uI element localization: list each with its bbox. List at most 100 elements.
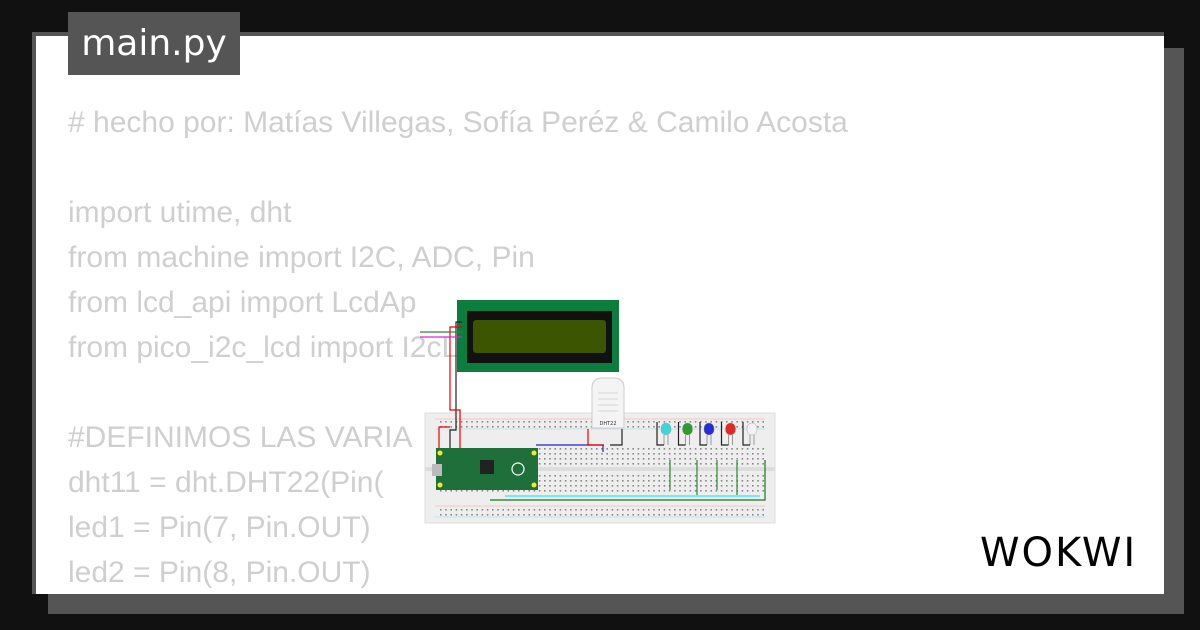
breadboard-hole xyxy=(507,426,510,428)
breadboard-hole xyxy=(684,458,686,460)
breadboard-hole xyxy=(746,480,749,482)
breadboard-hole xyxy=(518,509,520,511)
raspberry-pi-pico xyxy=(432,448,538,490)
breadboard-hole xyxy=(564,421,567,423)
breadboard-hole xyxy=(710,490,712,492)
breadboard-hole xyxy=(752,490,754,492)
breadboard-hole xyxy=(731,463,733,465)
breadboard-hole xyxy=(668,509,671,511)
breadboard-hole xyxy=(710,509,712,511)
breadboard-hole xyxy=(746,485,749,487)
breadboard-hole xyxy=(752,458,754,460)
breadboard-hole xyxy=(674,485,676,487)
breadboard-hole xyxy=(445,421,447,423)
breadboard-hole xyxy=(596,463,598,465)
breadboard-hole xyxy=(653,453,655,455)
breadboard-hole xyxy=(616,453,619,455)
breadboard-hole xyxy=(585,490,588,492)
breadboard-hole xyxy=(580,448,582,450)
breadboard-hole xyxy=(554,453,556,455)
breadboard-hole xyxy=(585,463,588,465)
breadboard-hole xyxy=(564,514,567,516)
breadboard-hole xyxy=(658,463,660,465)
breadboard-hole xyxy=(689,458,692,460)
breadboard-hole xyxy=(585,453,588,455)
breadboard-hole xyxy=(450,426,452,428)
breadboard-hole xyxy=(538,490,541,492)
breadboard-hole xyxy=(642,426,645,428)
breadboard-hole xyxy=(538,480,541,482)
breadboard-hole xyxy=(455,509,458,511)
breadboard-hole xyxy=(559,453,562,455)
file-tab-main-py[interactable]: main.py xyxy=(68,12,240,75)
breadboard-hole xyxy=(554,458,556,460)
breadboard-hole xyxy=(731,509,733,511)
breadboard-hole xyxy=(492,514,494,516)
breadboard-hole xyxy=(590,475,593,477)
wokwi-logo-text: WOKWI xyxy=(980,530,1137,576)
breadboard-hole xyxy=(476,490,478,492)
breadboard-hole xyxy=(502,509,504,511)
breadboard-hole xyxy=(710,480,712,482)
breadboard-hole xyxy=(757,475,759,477)
breadboard-hole xyxy=(715,514,718,516)
breadboard-hole xyxy=(575,509,577,511)
breadboard-hole xyxy=(502,514,504,516)
breadboard-hole xyxy=(580,485,582,487)
breadboard-hole xyxy=(601,509,603,511)
breadboard-hole xyxy=(507,509,510,511)
breadboard-hole xyxy=(564,475,567,477)
breadboard-hole xyxy=(648,480,650,482)
breadboard-hole xyxy=(648,514,650,516)
breadboard-hole xyxy=(674,463,676,465)
breadboard-hole xyxy=(720,448,723,450)
breadboard-hole xyxy=(575,458,577,460)
breadboard-hole xyxy=(486,514,489,516)
breadboard-hole xyxy=(627,421,629,423)
breadboard-hole xyxy=(746,463,749,465)
breadboard-hole xyxy=(590,463,593,465)
breadboard-hole xyxy=(726,421,728,423)
breadboard-hole xyxy=(746,421,749,423)
breadboard-hole xyxy=(658,426,660,428)
breadboard-hole xyxy=(762,475,764,477)
breadboard-hole xyxy=(726,490,728,492)
breadboard-hole xyxy=(596,490,598,492)
breadboard-hole xyxy=(684,463,686,465)
breadboard-hole xyxy=(741,514,744,516)
breadboard-hole xyxy=(710,514,712,516)
breadboard-hole xyxy=(762,485,764,487)
breadboard-hole xyxy=(762,480,764,482)
breadboard-hole xyxy=(627,490,629,492)
breadboard-hole xyxy=(575,448,577,450)
breadboard-hole xyxy=(538,463,541,465)
breadboard-hole xyxy=(679,480,681,482)
code-line: import utime, dht xyxy=(68,196,292,229)
breadboard-hole xyxy=(668,421,671,423)
breadboard-hole xyxy=(601,485,603,487)
breadboard-hole xyxy=(606,463,608,465)
breadboard-hole xyxy=(689,453,692,455)
breadboard-hole xyxy=(705,421,707,423)
breadboard-hole xyxy=(726,509,728,511)
breadboard-hole xyxy=(575,475,577,477)
breadboard-hole xyxy=(658,421,660,423)
breadboard-hole xyxy=(627,453,629,455)
breadboard-hole xyxy=(684,475,686,477)
breadboard-hole xyxy=(507,490,510,492)
breadboard-hole xyxy=(492,421,494,423)
breadboard-hole xyxy=(642,463,645,465)
breadboard-hole xyxy=(705,475,707,477)
breadboard-hole xyxy=(720,463,723,465)
breadboard-hole xyxy=(564,426,567,428)
breadboard-hole xyxy=(715,426,718,428)
breadboard-hole xyxy=(585,485,588,487)
breadboard-hole xyxy=(684,514,686,516)
breadboard-hole xyxy=(590,458,593,460)
breadboard-hole xyxy=(518,514,520,516)
breadboard-hole xyxy=(700,475,702,477)
breadboard-hole xyxy=(564,480,567,482)
breadboard-hole xyxy=(544,426,546,428)
breadboard-hole xyxy=(549,475,551,477)
breadboard-hole xyxy=(694,485,697,487)
